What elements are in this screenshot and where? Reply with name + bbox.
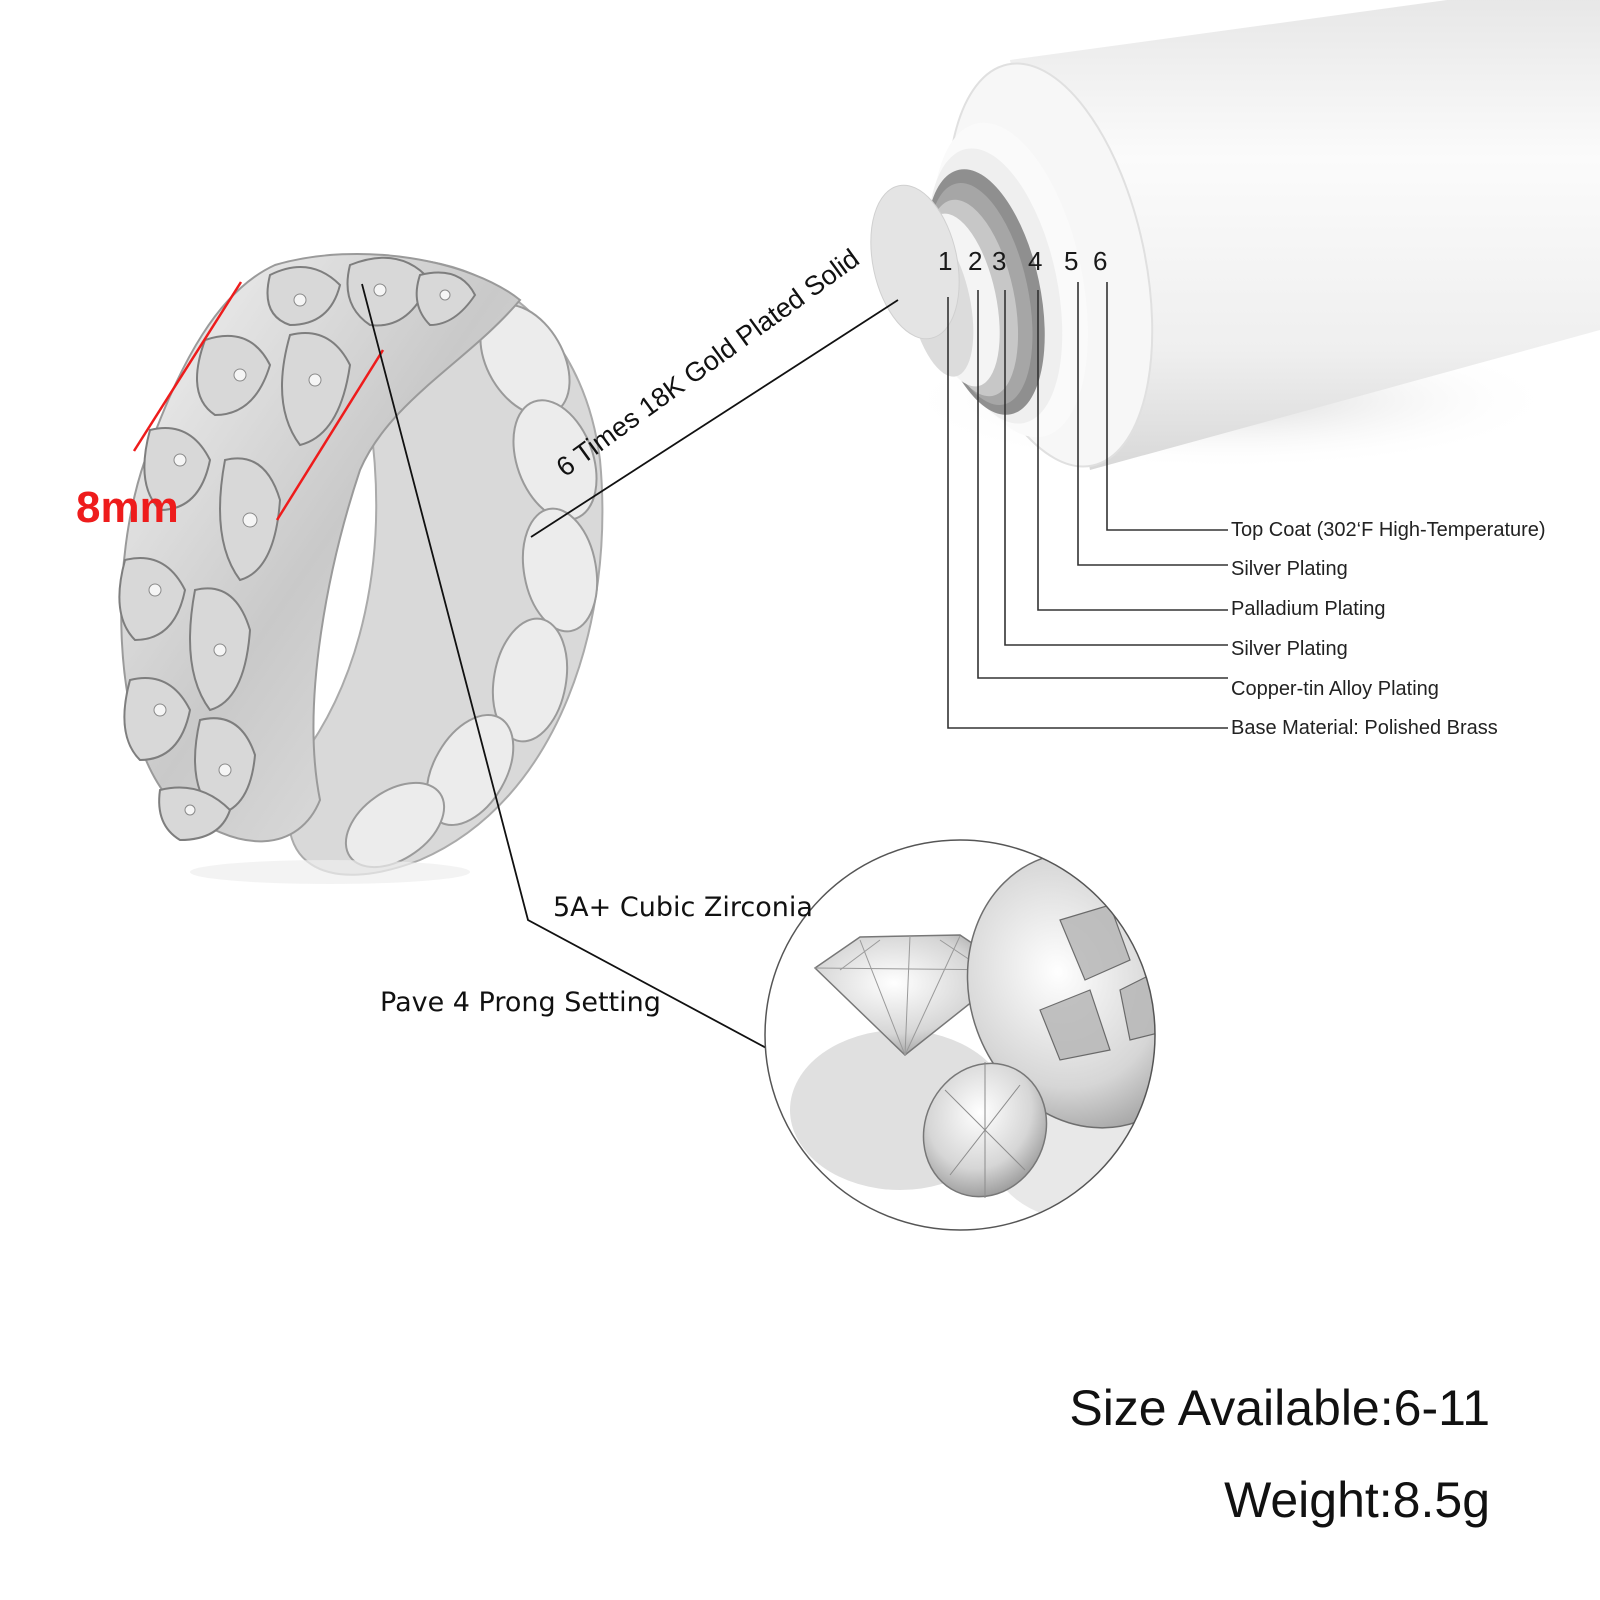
layer-label-silver-inner: Silver Plating xyxy=(1231,638,1348,660)
width-dimension-lines xyxy=(132,281,385,521)
ring-width-label: 8mm xyxy=(76,483,179,532)
gem-inset xyxy=(764,839,1156,1231)
stone-callout-label: 5A+ Cubic Zirconia xyxy=(553,892,813,923)
layer-number-1: 1 xyxy=(938,246,953,276)
ring-illustration xyxy=(118,252,604,884)
layer-label-silver-outer: Silver Plating xyxy=(1231,558,1348,580)
setting-callout-label: Pave 4 Prong Setting xyxy=(380,987,661,1018)
weight-text: Weight:8.5g xyxy=(1224,1472,1490,1528)
layer-label-base-material: Base Material: Polished Brass xyxy=(1231,717,1498,739)
layer-number-4: 4 xyxy=(1028,246,1043,276)
plating-leader-line xyxy=(530,299,899,538)
layer-label-copper-tin: Copper-tin Alloy Plating xyxy=(1231,678,1439,700)
plating-cylinder xyxy=(870,0,1600,470)
layer-number-6: 6 xyxy=(1093,246,1108,276)
size-available-text: Size Available:6-11 xyxy=(1069,1380,1490,1436)
layer-number-2: 2 xyxy=(968,246,983,276)
layer-label-palladium: Palladium Plating xyxy=(1231,598,1386,620)
layer-label-top-coat: Top Coat (302‘F High-Temperature) xyxy=(1231,519,1546,541)
stone-leader-line xyxy=(361,283,771,1051)
layer-number-5: 5 xyxy=(1064,246,1079,276)
layer-number-3: 3 xyxy=(992,246,1007,276)
layer-leader-lines xyxy=(947,282,1228,729)
